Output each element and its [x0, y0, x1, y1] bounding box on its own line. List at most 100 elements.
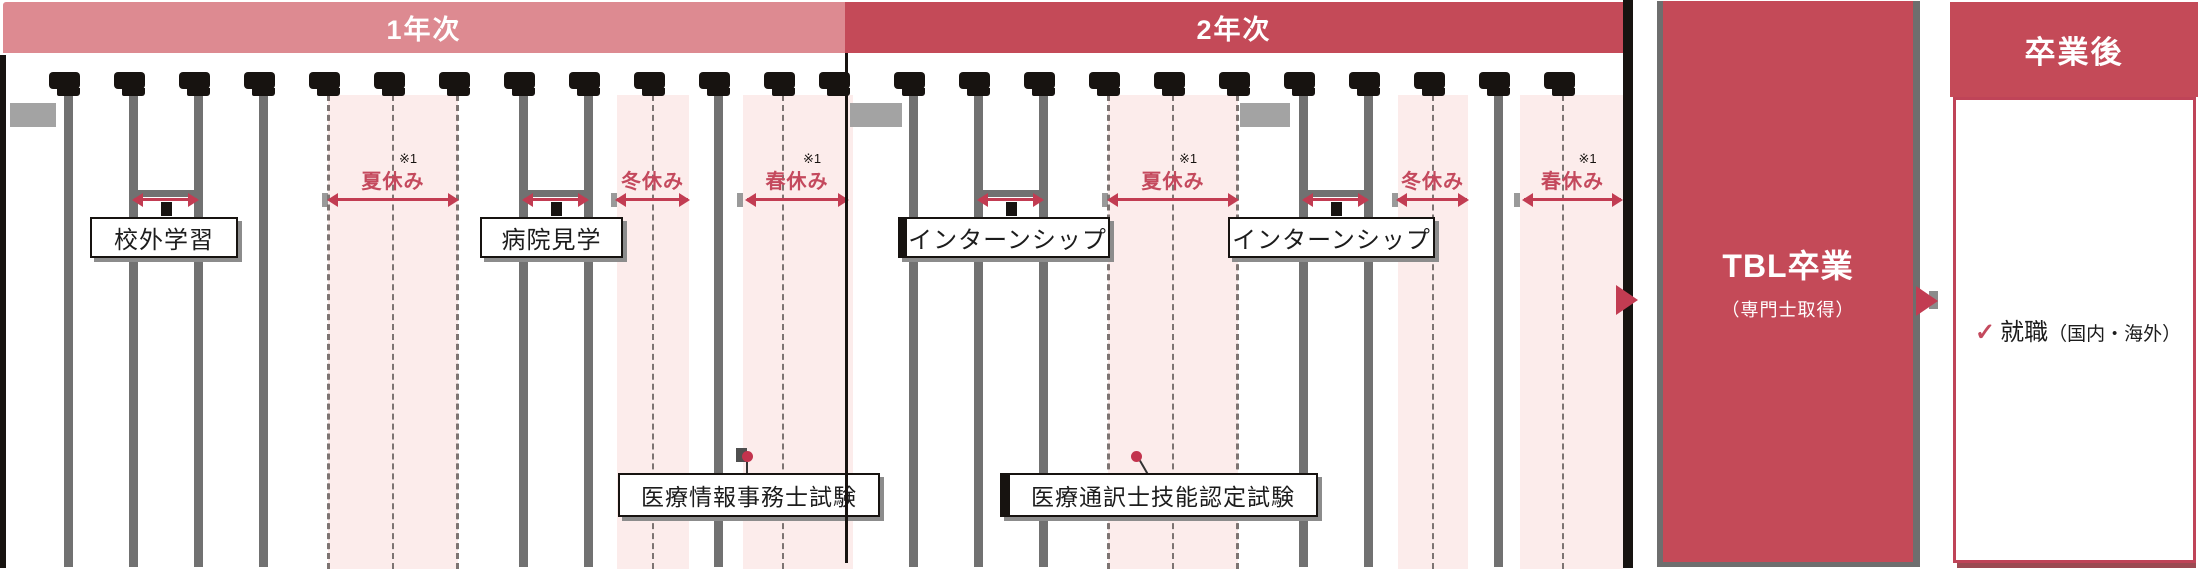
term-start-block [10, 103, 56, 127]
vacation-span-arrow [327, 193, 459, 207]
month-tick-icon [114, 72, 145, 89]
month-tick-icon [577, 88, 600, 96]
month-tick-icon [1032, 88, 1055, 96]
exam-pin-icon [742, 451, 753, 462]
month-tick-icon [439, 72, 470, 89]
graduation-subtitle: （専門士取得） [1721, 300, 1855, 320]
hidden-connector-nub [737, 193, 743, 207]
month-bar [1039, 95, 1048, 567]
month-tick-icon [504, 72, 535, 89]
month-dashed-line [392, 95, 394, 569]
month-tick-icon [707, 88, 730, 96]
month-tick-icon [827, 88, 850, 96]
year1-header-label: 1年次 [386, 15, 462, 45]
month-bar [194, 95, 203, 567]
event-connector [978, 190, 1043, 197]
year2-header: 2年次 [845, 2, 1623, 53]
graduation-title: TBL卒業 [1722, 248, 1854, 284]
hidden-connector-nub [611, 193, 617, 207]
month-dashed-line [1237, 95, 1239, 569]
month-tick-icon [1219, 72, 1250, 89]
event-connector [133, 190, 198, 197]
event-pin [1330, 202, 1342, 216]
month-tick-icon [819, 72, 850, 89]
exam-label-box: 医療通訳士技能認定試験 [1000, 473, 1318, 517]
employment-label: 就職 [2000, 319, 2049, 346]
event-pin [550, 202, 562, 216]
month-dashed-line [1432, 95, 1434, 569]
month-tick-icon [179, 72, 210, 89]
vacation-label: 春休み [765, 171, 829, 193]
month-tick-icon [1154, 72, 1185, 89]
employment-item: ✓ 就職 （国内・海外） [1975, 312, 2181, 347]
hidden-connector-nub [1392, 193, 1398, 207]
month-tick-icon [699, 72, 730, 89]
vacation-label: 冬休み [621, 171, 684, 193]
event-label-box: 校外学習 [90, 217, 238, 258]
month-tick-icon [772, 88, 795, 96]
month-tick-icon [309, 72, 340, 89]
month-tick-icon [187, 88, 210, 96]
month-bar [64, 95, 73, 567]
timeline-start-bar [0, 55, 6, 568]
month-bar [1494, 95, 1503, 567]
month-bar [519, 95, 528, 567]
month-tick-icon [1349, 72, 1380, 89]
month-tick-icon [1227, 88, 1250, 96]
event-label-box: インターンシップ [1228, 217, 1435, 258]
month-tick-icon [959, 72, 990, 89]
vacation-span-arrow [615, 193, 690, 207]
timeline-end-bar [1623, 0, 1633, 568]
flow-arrow-right-icon [1916, 286, 1938, 316]
month-tick-icon [244, 72, 275, 89]
term-start-block [1240, 103, 1290, 127]
month-tick-icon [642, 88, 665, 96]
month-bar [584, 95, 593, 567]
month-tick-icon [382, 88, 405, 96]
year-divider-line [845, 53, 848, 563]
event-span-arrow [522, 193, 589, 207]
month-bar [714, 95, 723, 567]
after-graduation-panel: ✓ 就職 （国内・海外） [1953, 97, 2196, 563]
event-connector [523, 190, 588, 197]
employment-label-detail: （国内・海外） [2048, 324, 2182, 345]
month-bar [1364, 95, 1373, 567]
after-graduation-header-label: 卒業後 [2024, 35, 2124, 70]
exam-pin-icon [1131, 451, 1142, 462]
vacation-label: 夏休み [1141, 171, 1205, 193]
month-tick-icon [374, 72, 405, 89]
month-bar [259, 95, 268, 567]
vacation-note: ※1 [398, 151, 418, 166]
month-bar [909, 95, 918, 567]
check-icon: ✓ [1975, 319, 1996, 346]
month-tick-icon [1097, 88, 1120, 96]
month-tick-icon [122, 88, 145, 96]
event-connector [1303, 190, 1368, 197]
event-span-arrow [132, 193, 199, 207]
month-tick-icon [1552, 88, 1575, 96]
term-start-block [850, 103, 902, 127]
vacation-label: 夏休み [361, 171, 425, 193]
month-tick-icon [1479, 72, 1510, 89]
month-tick-icon [1162, 88, 1185, 96]
month-tick-icon [967, 88, 990, 96]
month-bar [1299, 95, 1308, 567]
month-tick-icon [252, 88, 275, 96]
year2-header-label: 2年次 [1196, 15, 1272, 45]
flow-arrow-right-icon [1616, 285, 1638, 315]
month-tick-icon [447, 88, 470, 96]
month-dashed-line [1172, 95, 1174, 569]
event-label-box: インターンシップ [898, 217, 1110, 258]
event-span-arrow [977, 193, 1044, 207]
month-tick-icon [1422, 88, 1445, 96]
month-tick-icon [317, 88, 340, 96]
exam-pin-stem [746, 462, 748, 474]
month-tick-icon [1024, 72, 1055, 89]
event-pin [1005, 202, 1017, 216]
vacation-span-arrow [1522, 193, 1623, 207]
month-bar [129, 95, 138, 567]
event-span-arrow [1302, 193, 1369, 207]
after-graduation-header: 卒業後 [1950, 2, 2198, 97]
vacation-label: 春休み [1541, 171, 1604, 193]
vacation-band [1520, 95, 1623, 569]
